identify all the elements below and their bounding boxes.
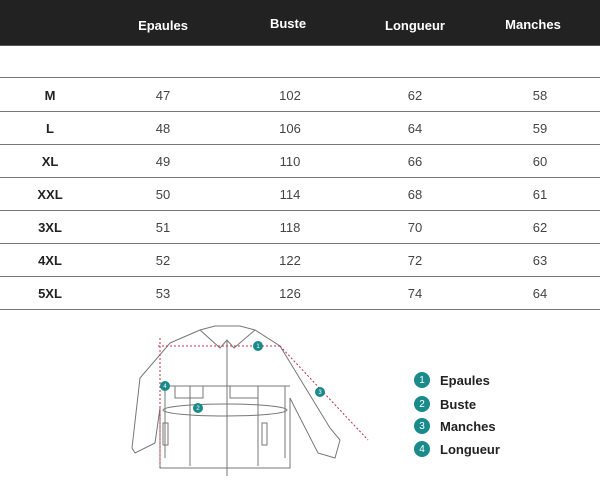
measure-value: 60 [532,154,548,169]
table-row: XL 49 110 66 60 [0,144,600,178]
measure-value: 59 [532,121,548,136]
measure-value: 52 [155,253,171,268]
measure-value: 66 [407,154,423,169]
legend-label: Epaules [440,372,490,388]
size-label: 4XL [38,253,62,268]
size-label: XXL [37,187,63,202]
divider [0,77,600,78]
marker-4: 4 [163,384,167,390]
measure-value: 110 [279,154,301,169]
measure-value: 61 [532,187,548,202]
number-badge-icon: 4 [414,441,430,457]
size-label: M [44,88,56,103]
table-row: 3XL 51 118 70 62 [0,210,600,244]
size-label: 5XL [38,286,62,301]
measure-value: 62 [407,88,423,103]
size-label: L [46,121,54,136]
table-row: 5XL 53 126 74 64 [0,276,600,310]
header-manches: Manches [505,17,561,32]
measure-value: 49 [155,154,171,169]
measure-value: 102 [279,88,301,103]
measure-value: 70 [407,220,423,235]
legend-item: 2 Buste [414,396,476,412]
table-header: Epaules Buste Longueur Manches [0,0,600,46]
measure-value: 106 [279,121,301,136]
measure-value: 53 [155,286,171,301]
measure-value: 126 [279,286,301,301]
header-epaules: Epaules [138,18,188,33]
measure-value: 58 [532,88,548,103]
jacket-diagram: 1 2 3 4 [131,325,369,476]
measure-value: 48 [155,121,171,136]
measure-value: 118 [279,220,301,235]
legend-label: Manches [440,418,496,434]
legend-item: 3 Manches [414,418,496,434]
legend-label: Buste [440,396,477,412]
measure-value: 64 [407,121,423,136]
size-label: XL [41,154,59,169]
marker-2: 2 [196,406,200,412]
number-badge-icon: 3 [414,418,430,434]
table-row: L 48 106 64 59 [0,111,600,145]
measure-value: 68 [407,187,423,202]
table-row: M 47 102 62 58 [0,78,600,112]
measure-value: 50 [155,187,171,202]
size-label: 3XL [38,220,62,235]
table-row: 4XL 52 122 72 63 [0,243,600,277]
legend-label: Longueur [440,441,500,457]
measure-value: 63 [532,253,548,268]
marker-1: 1 [256,344,260,350]
table-row: XXL 50 114 68 61 [0,177,600,211]
marker-3: 3 [318,390,322,396]
header-longueur: Longueur [385,18,445,33]
measure-value: 64 [532,286,548,301]
measure-value: 47 [155,88,171,103]
number-badge-icon: 1 [414,372,430,388]
header-buste: Buste [269,16,307,31]
measure-value: 51 [155,220,171,235]
legend-item: 1 Epaules [414,372,490,388]
number-badge-icon: 2 [414,396,430,412]
measure-value: 122 [279,253,301,268]
legend-item: 4 Longueur [414,441,500,457]
measure-value: 62 [532,220,548,235]
measure-value: 114 [279,187,301,202]
measure-value: 72 [407,253,423,268]
measure-value: 74 [407,286,423,301]
